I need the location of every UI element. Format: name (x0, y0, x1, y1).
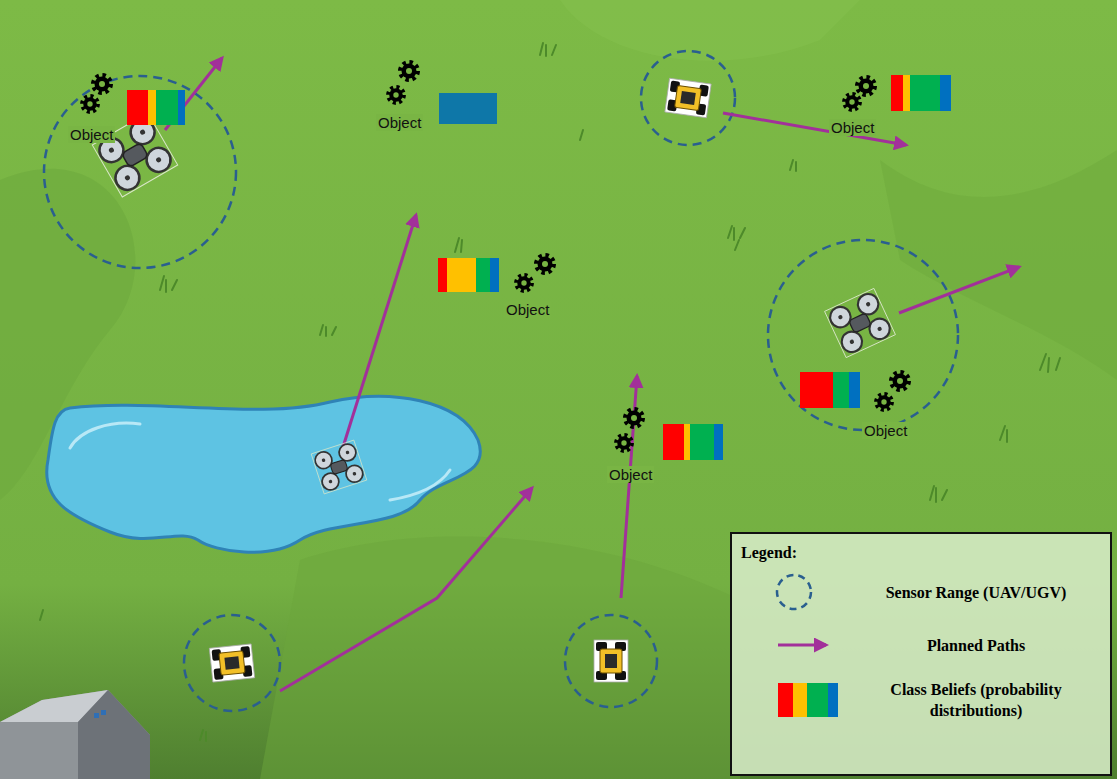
ugv (594, 640, 628, 682)
object-label: Object (862, 422, 909, 439)
pond (47, 396, 481, 552)
legend-text: Sensor Range (UAV/UGV) (861, 582, 1091, 603)
class-belief-bar (127, 75, 951, 460)
object-label: Object (829, 119, 876, 136)
ugv (209, 644, 254, 682)
legend-text: Planned Paths (861, 635, 1091, 656)
object-label: Object (68, 126, 115, 143)
legend-title: Legend: (741, 544, 797, 562)
object-label: Object (607, 466, 654, 483)
building (0, 690, 150, 779)
object-gears (82, 63, 908, 451)
ugv (665, 78, 711, 118)
legend-text: Class Beliefs (probability distributions… (869, 679, 1084, 721)
uav (825, 288, 896, 357)
uav (311, 440, 367, 494)
object-label: Object (504, 301, 551, 318)
legend-panel (731, 533, 1111, 775)
object-label: Object (376, 114, 423, 131)
